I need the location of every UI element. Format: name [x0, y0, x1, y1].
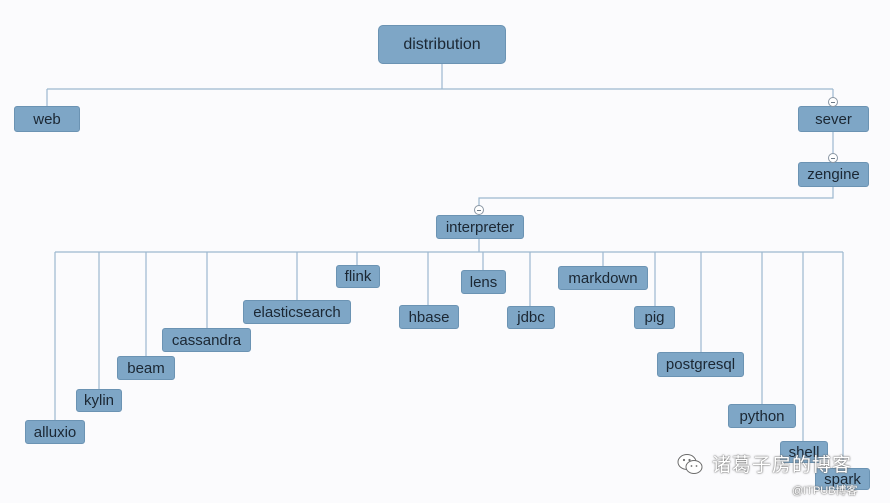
watermark-subtext: @ITPUB博客	[792, 485, 858, 497]
wechat-icon	[677, 453, 703, 474]
node-interpreter[interactable]: interpreter	[436, 215, 524, 239]
collapse-toggle-interpreter[interactable]	[474, 205, 484, 215]
node-alluxio[interactable]: alluxio	[25, 420, 85, 444]
node-shell[interactable]: shell	[780, 441, 828, 463]
node-spark[interactable]: spark	[815, 468, 870, 490]
node-jdbc[interactable]: jdbc	[507, 306, 555, 329]
node-cassandra[interactable]: cassandra	[162, 328, 251, 352]
collapse-toggle-sever[interactable]	[828, 97, 838, 107]
collapse-toggle-zengine[interactable]	[828, 153, 838, 163]
node-hbase[interactable]: hbase	[399, 305, 459, 329]
node-sever[interactable]: sever	[798, 106, 869, 132]
node-kylin[interactable]: kylin	[76, 389, 122, 412]
node-pig[interactable]: pig	[634, 306, 675, 329]
node-flink[interactable]: flink	[336, 265, 380, 288]
watermark-text: 诸葛子房的博客	[712, 455, 853, 476]
node-web[interactable]: web	[14, 106, 80, 132]
node-lens[interactable]: lens	[461, 270, 506, 294]
node-python[interactable]: python	[728, 404, 796, 428]
node-distribution[interactable]: distribution	[378, 25, 506, 64]
node-beam[interactable]: beam	[117, 356, 175, 380]
connector-lines	[46, 64, 844, 468]
node-postgresql[interactable]: postgresql	[657, 352, 744, 377]
watermark: 诸葛子房的博客	[676, 450, 852, 477]
node-zengine[interactable]: zengine	[798, 162, 869, 187]
node-elasticsearch[interactable]: elasticsearch	[243, 300, 351, 324]
node-markdown[interactable]: markdown	[558, 266, 648, 290]
